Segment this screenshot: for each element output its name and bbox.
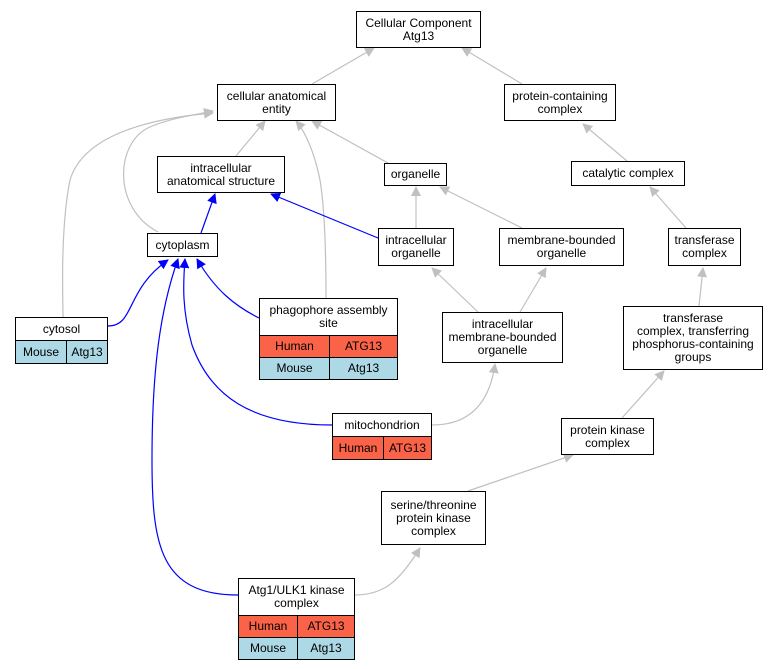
gene-cell: ATG13 xyxy=(383,437,431,459)
edge-catalytic-to-pcc xyxy=(582,123,628,162)
edge-cytosol-to-cae xyxy=(61,108,214,318)
node-catalytic-complex[interactable]: catalytic complex xyxy=(571,161,685,186)
node-transferase-complex-label: transferase complex xyxy=(674,233,735,260)
gene-cell: ATG13 xyxy=(297,616,354,637)
node-protein-kinase-complex[interactable]: protein kinase complex xyxy=(561,418,654,455)
node-phagophore-assembly-site[interactable]: phagophore assembly site Human ATG13 Mou… xyxy=(259,298,398,380)
edge-mito-to-imbo xyxy=(431,363,499,426)
edge-atg1-to-stpk xyxy=(354,547,421,596)
table-row: Human ATG13 xyxy=(333,437,431,459)
node-cellular-component[interactable]: Cellular Component Atg13 xyxy=(356,11,481,48)
edge-imbo-to-intorg xyxy=(431,267,479,313)
edge-atg1-to-cytoplasm xyxy=(151,258,239,596)
edge-phagophore-to-cae xyxy=(295,120,327,299)
node-intracellular-anatomical-structure[interactable]: intracellular anatomical structure xyxy=(157,156,285,193)
table-row: Mouse Atg13 xyxy=(16,341,107,363)
node-protein-containing-complex[interactable]: protein-containing complex xyxy=(504,84,616,121)
node-cytosol[interactable]: cytosol Mouse Atg13 xyxy=(15,317,108,364)
table-row: Mouse Atg13 xyxy=(239,637,354,659)
edge-intorg-to-ias xyxy=(270,192,379,239)
node-atg1-title: Atg1/ULK1 kinase complex xyxy=(239,579,354,616)
gene-cell: Atg13 xyxy=(297,638,354,659)
node-cytoplasm[interactable]: cytoplasm xyxy=(147,233,218,257)
species-cell: Human xyxy=(333,437,383,459)
table-row: Human ATG13 xyxy=(260,336,397,357)
node-transferase-complex-phospho-label: transferase complex, transferring phosph… xyxy=(632,311,754,364)
table-row: Mouse Atg13 xyxy=(260,357,397,379)
edge-imbo-to-mbo xyxy=(519,267,547,313)
node-intracellular-membrane-bounded-organelle-label: intracellular membrane-bounded organelle xyxy=(448,317,557,357)
edge-transferase-to-catalytic xyxy=(649,186,687,229)
edge-ias-to-cae xyxy=(235,120,266,157)
node-mitochondrion[interactable]: mitochondrion Human ATG13 xyxy=(332,413,432,460)
node-organelle[interactable]: organelle xyxy=(384,163,447,186)
node-intracellular-organelle-label: intracellular organelle xyxy=(385,233,447,260)
node-cellular-anatomical-entity[interactable]: cellular anatomical entity xyxy=(217,84,336,121)
table-row: Human ATG13 xyxy=(239,616,354,637)
edge-organelle-to-cae xyxy=(311,120,389,164)
edge-cytosol-to-cytoplasm xyxy=(107,259,169,327)
node-atg1-ulk1-kinase-complex[interactable]: Atg1/ULK1 kinase complex Human ATG13 Mou… xyxy=(238,578,355,660)
edge-mbo-to-organelle xyxy=(439,186,523,229)
node-intracellular-anatomical-structure-label: intracellular anatomical structure xyxy=(166,160,276,188)
edge-mito-to-cytoplasm xyxy=(179,258,333,426)
edge-tcp-to-transferase xyxy=(697,267,708,307)
gene-cell: Atg13 xyxy=(329,358,397,379)
species-cell: Mouse xyxy=(239,638,297,659)
node-intracellular-organelle[interactable]: intracellular organelle xyxy=(378,228,454,266)
node-protein-containing-complex-label: protein-containing complex xyxy=(512,88,608,116)
node-serine-threonine-complex-label: serine/threonine protein kinase complex xyxy=(390,497,477,538)
node-cellular-component-label: Cellular Component Atg13 xyxy=(365,15,472,43)
node-cytosol-title: cytosol xyxy=(16,318,107,341)
edge-cytoplasm-to-ias xyxy=(200,193,217,234)
edge-pcc-to-cc xyxy=(461,47,523,85)
node-cytoplasm-label: cytoplasm xyxy=(155,237,210,252)
node-serine-threonine-complex[interactable]: serine/threonine protein kinase complex xyxy=(381,491,486,545)
edge-phagophore-to-cytoplasm xyxy=(196,258,260,319)
species-cell: Mouse xyxy=(260,358,329,379)
edge-cae-to-cc xyxy=(311,47,375,85)
node-protein-kinase-complex-label: protein kinase complex xyxy=(570,422,645,450)
node-phagophore-title: phagophore assembly site xyxy=(260,299,397,336)
node-catalytic-complex-label: catalytic complex xyxy=(582,166,674,180)
gene-cell: ATG13 xyxy=(329,336,397,357)
node-mitochondrion-title: mitochondrion xyxy=(333,414,431,437)
edge-pkc-to-tcp xyxy=(621,370,665,419)
node-organelle-label: organelle xyxy=(390,167,441,181)
gene-cell: Atg13 xyxy=(66,341,107,363)
node-intracellular-membrane-bounded-organelle[interactable]: intracellular membrane-bounded organelle xyxy=(442,312,563,363)
node-cellular-anatomical-entity-label: cellular anatomical entity xyxy=(226,88,327,116)
edge-stpk-to-pkc xyxy=(467,453,574,492)
node-membrane-bounded-organelle-label: membrane-bounded organelle xyxy=(507,233,616,260)
node-transferase-complex[interactable]: transferase complex xyxy=(668,228,741,266)
species-cell: Human xyxy=(239,616,297,637)
node-transferase-complex-phospho[interactable]: transferase complex, transferring phosph… xyxy=(623,306,763,370)
node-membrane-bounded-organelle[interactable]: membrane-bounded organelle xyxy=(499,228,624,266)
species-cell: Human xyxy=(260,336,329,357)
species-cell: Mouse xyxy=(16,341,66,363)
